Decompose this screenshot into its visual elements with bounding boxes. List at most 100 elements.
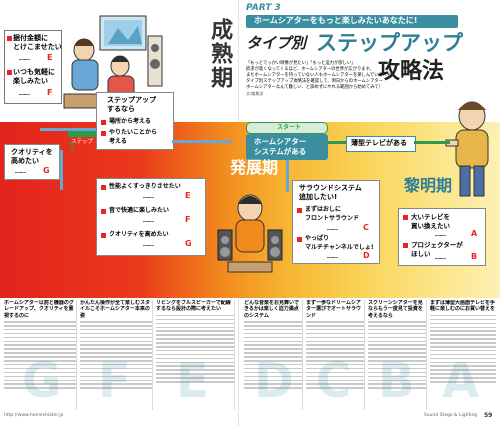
column-c-letter: C xyxy=(316,353,352,409)
column-e-letter: E xyxy=(176,353,209,409)
start-box-line2: システムがある xyxy=(254,147,307,156)
goal-bullet-f xyxy=(101,209,106,214)
goal-f-answer: F xyxy=(185,215,191,224)
arrow-stepup-to-start xyxy=(172,140,232,143)
stepup-title2: するなら xyxy=(107,105,135,113)
column-g-heading: ホームシアター以前と機器のグレードアップ、クオリティを重視するのに xyxy=(4,300,74,319)
q-e-line2: とけこませたい xyxy=(13,43,62,51)
q-e-answer: E xyxy=(47,53,53,62)
stage-growth-title: 発展期 xyxy=(230,158,279,177)
dawn-box: 大いテレビを 買い換えたい ……… A プロジェクターが ほしい ……… B xyxy=(398,208,486,266)
solve-label: 解決 xyxy=(68,141,76,155)
intro-line-3: まだホームシアターを持っていない人もホームシアターを楽しんでいる人も xyxy=(246,73,392,79)
dawn-bullet-a xyxy=(403,215,408,220)
start-pill: スタート xyxy=(246,122,328,134)
dawn-a-line1: 大いテレビを xyxy=(411,213,450,221)
surround-d-dashes: ……… xyxy=(327,253,338,260)
dawn-b-line1: プロジェクターが xyxy=(411,241,463,249)
surround-title2: 追加したい! xyxy=(299,193,338,201)
intro-text: 「もっとでっかい映像が見たい」「もっと迫力が欲しい」 欲求が高くなってくるほど、… xyxy=(246,61,392,97)
column-d-letter: D xyxy=(254,353,294,409)
column-b: スクリーンシアターを見ならもう一度見て投資を考えるなら B xyxy=(368,300,427,410)
surround-c-line1: まずはおしに xyxy=(305,206,342,213)
start-box-line1: ホームシアター xyxy=(254,137,307,146)
intro-line-5: ホームシアターなんて難しい、と諦めずにやれる範囲から始めてみて! xyxy=(246,85,381,91)
goal-f-text: 音で快適に楽しみたい xyxy=(109,207,170,214)
footer-left-note: http://www.homeshiater.jp xyxy=(4,413,64,418)
goal-e-text: 性能よくすっきりさせたい xyxy=(109,183,181,190)
quality-box: クオリティを 高めたい ……… G xyxy=(4,144,60,180)
stepup-option-b2: 考える xyxy=(109,138,127,145)
goal-bullet-g xyxy=(101,233,106,238)
title-stepup: ステップアップ xyxy=(316,30,463,55)
intro-credit: 文/編集部 xyxy=(246,91,264,97)
column-f-body xyxy=(80,321,152,389)
intro-line-4: タイプ別ステップアップ攻略法を確認して、明日からのホームシアター xyxy=(246,79,384,85)
goal-e-dashes: ……… xyxy=(143,193,154,200)
q-e-line1: 据付金額に xyxy=(13,34,48,42)
stage-mature-title: 成熟期 xyxy=(207,18,233,90)
q-e-answer-dashes: ……… xyxy=(19,55,30,62)
thin-tv-text: 薄型テレビがある xyxy=(351,139,407,147)
intro-line-1: 「もっとでっかい映像が見たい」「もっと迫力が欲しい」 xyxy=(246,61,356,66)
column-f-letter: F xyxy=(98,353,131,409)
goals-box: 性能よくすっきりさせたい ……… E 音で快適に楽しみたい ……… F クオリテ… xyxy=(96,178,206,256)
column-b-letter: B xyxy=(378,353,415,409)
column-c-heading: まず一歩なドリームシアター選びでオートサラウンド xyxy=(306,300,362,319)
surround-bullet-c xyxy=(297,208,302,213)
quality-line2: 高めたい xyxy=(11,157,39,165)
goal-g-dashes: ……… xyxy=(143,241,154,248)
dawn-a-answer: A xyxy=(471,229,478,238)
surround-box: サラウンドシステム 追加したい! まずはおしに フロントサラウンド ……… C … xyxy=(292,180,380,264)
column-f-heading: かんたん操作が全て楽しむスタイルこそホームシアター本来の姿 xyxy=(80,300,151,319)
column-d-body xyxy=(244,321,302,389)
column-d-heading: どんな音楽をお見舞いできるかは楽しく迫力満点のシステム xyxy=(244,300,299,319)
dawn-b-answer: B xyxy=(471,252,478,261)
start-box: ホームシアター システムがある xyxy=(246,134,328,160)
footer-page-number: 59 xyxy=(484,412,493,419)
step-label-text: ステップ xyxy=(71,139,94,145)
solve-label-text: 解決 xyxy=(68,141,75,151)
dawn-a-line2: 買い換えたい xyxy=(411,222,450,230)
title-type: タイプ別 xyxy=(246,34,307,52)
column-a: まずは薄型大画面テレビを手軽に楽しむのにお買い替えを A xyxy=(430,300,496,410)
dawn-bullet-b xyxy=(403,243,408,248)
column-e-body xyxy=(156,314,234,383)
stepup-option-a: 場所から考える xyxy=(109,118,151,125)
arrow-stepup-to-quality xyxy=(40,128,96,131)
banner-text: ホームシアターをもっと楽しみたいあなたに! xyxy=(254,16,418,25)
column-c-body xyxy=(306,321,364,389)
column-a-heading: まずは薄型大画面テレビを手軽に楽しむのにお買い替えを xyxy=(430,300,496,313)
step-label-badge: ステップ xyxy=(68,128,97,145)
start-pill-text: スタート xyxy=(277,123,302,131)
column-a-letter: A xyxy=(442,353,480,409)
footer-site: Sound Stage & Lighting xyxy=(424,413,478,418)
q-f-answer: F xyxy=(47,88,53,97)
speaker-illustration xyxy=(214,190,284,274)
bullet-icon-b xyxy=(7,70,12,75)
goal-g-answer: G xyxy=(185,239,192,248)
dawn-b-dashes: ……… xyxy=(435,254,446,261)
quality-answer: G xyxy=(43,166,50,175)
arrow-to-goals xyxy=(60,150,63,190)
column-e-heading: リビングをフルスピーカーで配線するなら設計の際に考えたい xyxy=(156,300,231,313)
column-f: かんたん操作が全て楽しむスタイルこそホームシアター本来の姿 F xyxy=(80,300,153,410)
bullet-icon-a xyxy=(7,36,12,41)
goal-bullet-e xyxy=(101,185,106,190)
top-left-question-box: 据付金額に とけこませたい ……… E いつも気軽に 楽しみたい ……… F xyxy=(4,30,62,104)
surround-bullet-d xyxy=(297,237,302,242)
dawn-b-line2: ほしい xyxy=(411,250,431,258)
column-g-body xyxy=(4,321,76,389)
dawn-a-dashes: ……… xyxy=(435,231,446,238)
column-a-body xyxy=(430,314,496,383)
column-b-heading: スクリーンシアターを見ならもう一度見て投資を考えるなら xyxy=(368,300,423,319)
stepup-option-b: やりたいことから xyxy=(109,129,158,136)
surround-title1: サラウンドシステム xyxy=(299,184,362,192)
quality-line1: クオリティを xyxy=(11,148,53,156)
character-illustration xyxy=(444,96,500,204)
thin-tv-box: 薄型テレビがある xyxy=(346,136,416,152)
goal-g-text: クオリティを高めたい xyxy=(109,231,169,238)
column-c: まず一歩なドリームシアター選びでオートサラウンド C xyxy=(306,300,365,410)
arrow-start-to-tv xyxy=(328,141,346,144)
